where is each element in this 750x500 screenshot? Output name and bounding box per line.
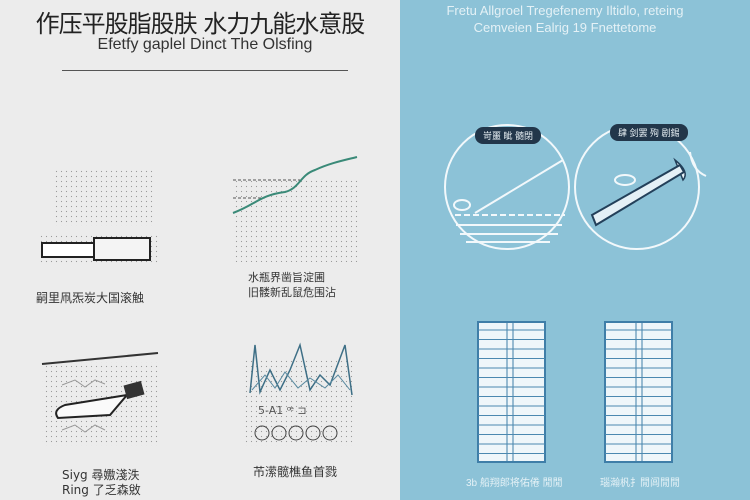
left-illustrations: 5-A1 ꟹ ⊐	[40, 156, 358, 446]
right-illustrations	[444, 124, 707, 463]
table-illustration-right	[604, 321, 673, 463]
table-caption: 瑙瀚杋扌閒闾閒閒	[600, 478, 680, 489]
pipe-illustration	[40, 170, 160, 263]
panel-caption: 芇潆髋樵鱼首戮	[253, 465, 338, 479]
circle-label: 肆 剑罢 殉 剧錫	[610, 124, 688, 141]
circle-detail-right	[574, 124, 707, 250]
right-panel: Fretu Allgroel Tregefenemy Iltidlo, rete…	[400, 0, 750, 500]
right-heading-line: Fretu Allgroel Tregefenemy Iltidlo, rete…	[446, 3, 684, 18]
left-panel: 作压平股脂股肤 水力九能水意股 Efetfy gaplel Dinct The …	[0, 0, 400, 500]
title-divider	[62, 70, 348, 71]
page-subtitle: Efetfy gaplel Dinct The Olsfing	[97, 36, 313, 53]
circle-detail-left	[444, 124, 570, 250]
table-caption: 3b 船翔郞将佑倦 閒閒	[466, 478, 563, 489]
panel-caption-line: Siyg 尋嫐淺泆	[62, 468, 140, 482]
bulb-illustration	[41, 352, 159, 446]
panel-caption-line: 旧髅新乱鼠危围沾	[248, 286, 336, 299]
panel-caption: 嗣里凧炁炭大国滚触	[36, 291, 145, 305]
circle-label: 岢噩 眦 髄閉	[475, 127, 542, 144]
page-title: 作压平股脂股肤 水力九能水意股	[35, 10, 366, 38]
right-heading-line: Cemveien Ealrig 19 Fnettetome	[473, 20, 657, 35]
curve-chart-illustration	[232, 156, 358, 262]
peaks-chart-illustration: 5-A1 ꟹ ⊐	[243, 342, 355, 446]
panel-caption-line: Ring 了乏森敓	[62, 483, 141, 497]
svg-text:5-A1 ꟹ ⊐: 5-A1 ꟹ ⊐	[258, 404, 307, 417]
panel-caption-line: 水瓶界凿旨淀圃	[248, 271, 325, 284]
table-illustration-left	[477, 321, 546, 463]
